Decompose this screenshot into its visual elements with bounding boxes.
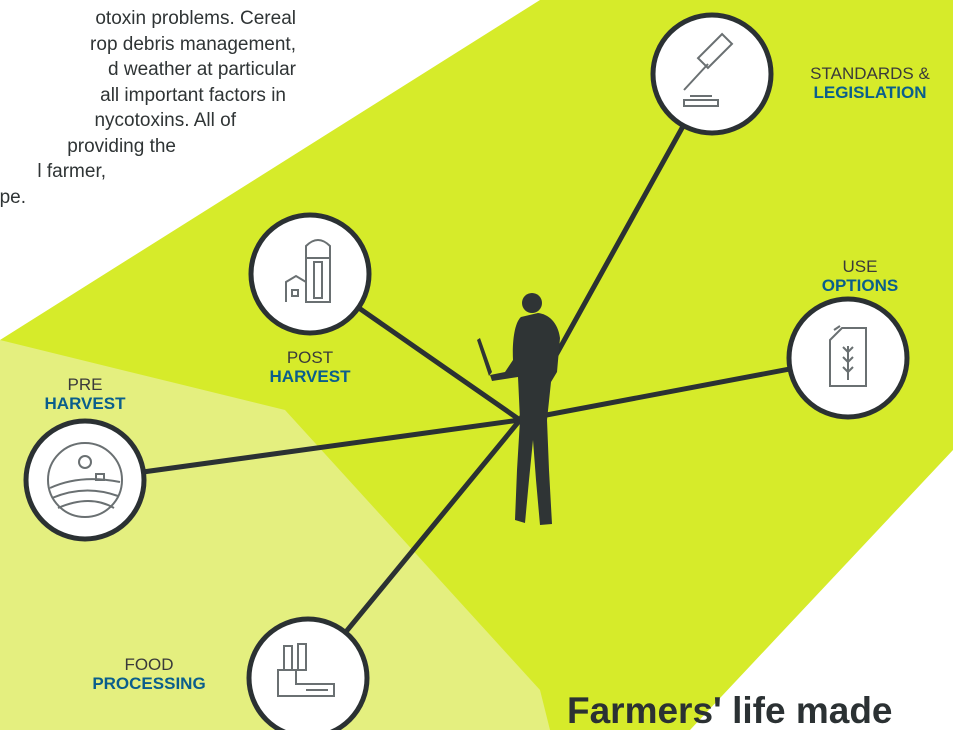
intro-line: providing the bbox=[67, 135, 176, 157]
intro-line: all important factors in bbox=[100, 84, 286, 106]
label-use-line2: OPTIONS bbox=[821, 276, 899, 295]
label-food-line2: PROCESSING bbox=[92, 674, 206, 693]
headline: Farmers' life made bbox=[567, 690, 893, 731]
label-post-line1: POST bbox=[286, 348, 334, 367]
factory-icon bbox=[277, 643, 335, 697]
food-processing-node bbox=[246, 616, 370, 730]
label-use-options: USE OPTIONS bbox=[790, 257, 930, 295]
post-harvest-node bbox=[248, 212, 372, 336]
intro-paragraph: otoxin problems. Cereal rop debris manag… bbox=[0, 6, 296, 210]
lime-light-band bbox=[0, 340, 550, 730]
label-post-line2: HARVEST bbox=[269, 367, 351, 386]
label-standards-line2: LEGISLATION bbox=[813, 83, 927, 102]
intro-line: rop debris management, bbox=[90, 33, 296, 55]
label-pre-line2: HARVEST bbox=[44, 394, 126, 413]
intro-line: d weather at particular bbox=[108, 59, 296, 80]
fuel-canister-wheat-icon bbox=[829, 325, 867, 387]
standards-node bbox=[650, 12, 774, 136]
pre-harvest-node bbox=[23, 418, 147, 542]
label-post-harvest: POST HARVEST bbox=[250, 348, 370, 386]
label-pre-harvest: PRE HARVEST bbox=[25, 375, 145, 413]
intro-line: pe. bbox=[0, 186, 26, 208]
label-food-line1: FOOD bbox=[124, 655, 174, 674]
intro-line: otoxin problems. Cereal bbox=[95, 8, 296, 29]
label-food-processing: FOOD PROCESSING bbox=[64, 655, 234, 693]
use-options-node bbox=[786, 296, 910, 420]
gavel-icon bbox=[683, 32, 734, 107]
label-pre-line1: PRE bbox=[67, 375, 103, 394]
label-use-line1: USE bbox=[842, 257, 878, 276]
intro-line: nycotoxins. All of bbox=[94, 110, 236, 131]
label-standards-line1: STANDARDS & bbox=[810, 64, 930, 83]
intro-line: l farmer, bbox=[37, 161, 106, 182]
field-landscape-icon bbox=[47, 442, 123, 518]
label-standards: STANDARDS & LEGISLATION bbox=[786, 64, 953, 102]
farmer-silhouette bbox=[477, 293, 560, 525]
silo-icon bbox=[285, 239, 331, 303]
